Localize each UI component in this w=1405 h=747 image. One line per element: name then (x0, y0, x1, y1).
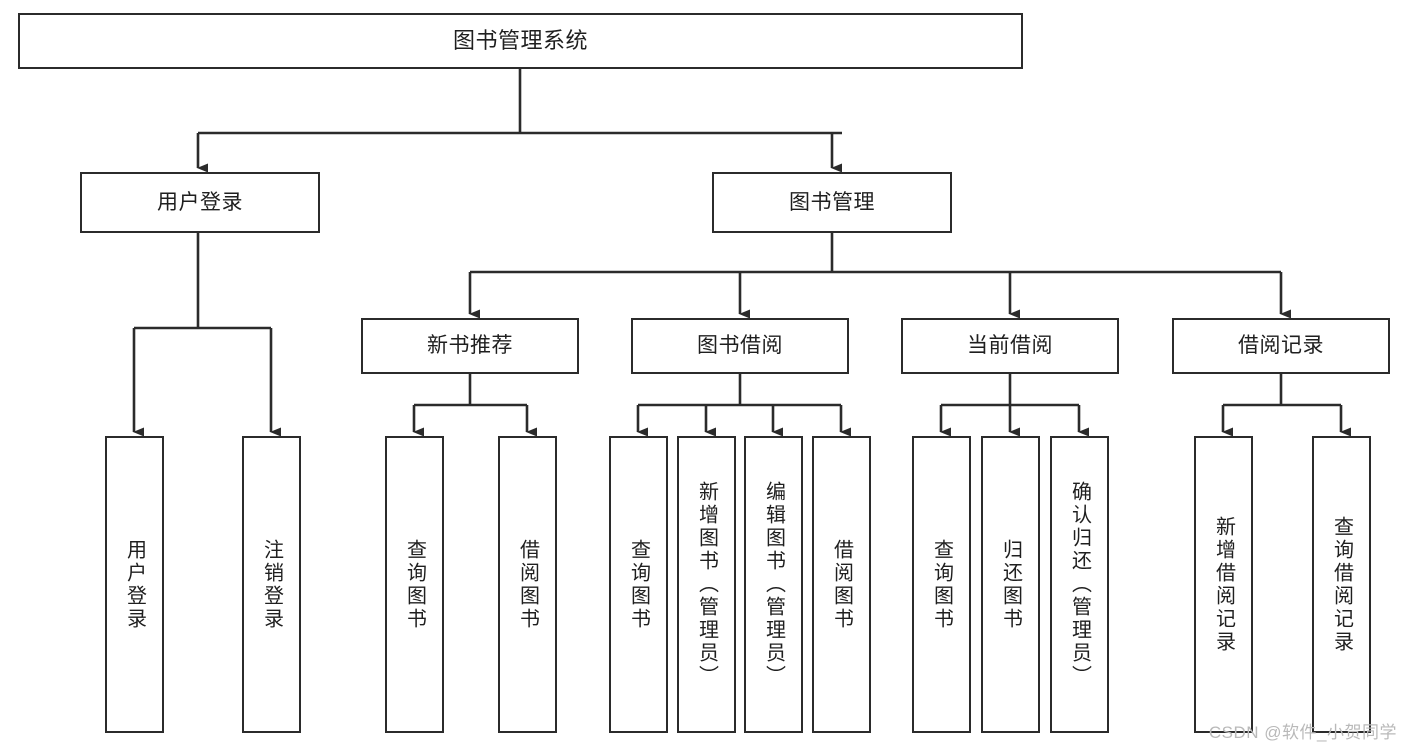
node-new-book-recommend-label: 新书推荐 (427, 334, 513, 358)
node-leaf-user-logout[interactable]: 注销登录 (242, 436, 301, 733)
node-leaf-query-book-3[interactable]: 查询图书 (912, 436, 971, 733)
node-leaf-borrow-book-1-label: 借阅图书 (516, 538, 539, 631)
node-leaf-add-book-label: 新增图书（管理员） (695, 481, 718, 688)
node-leaf-add-record-label: 新增借阅记录 (1212, 515, 1235, 654)
node-leaf-user-login-label: 用户登录 (123, 538, 146, 631)
node-leaf-query-record-label: 查询借阅记录 (1330, 515, 1353, 654)
node-leaf-user-logout-label: 注销登录 (260, 538, 283, 631)
node-current-borrow[interactable]: 当前借阅 (901, 318, 1119, 374)
node-root-label: 图书管理系统 (452, 27, 588, 53)
node-leaf-query-book-2[interactable]: 查询图书 (609, 436, 668, 733)
node-new-book-recommend[interactable]: 新书推荐 (361, 318, 579, 374)
node-leaf-add-book[interactable]: 新增图书（管理员） (677, 436, 736, 733)
node-leaf-confirm-return[interactable]: 确认归还（管理员） (1050, 436, 1109, 733)
node-book-manage-label: 图书管理 (789, 190, 875, 214)
node-borrow-record-label: 借阅记录 (1238, 334, 1324, 358)
node-user-login-label: 用户登录 (157, 190, 243, 214)
node-leaf-query-book-1-label: 查询图书 (403, 538, 426, 631)
node-leaf-borrow-book-1[interactable]: 借阅图书 (498, 436, 557, 733)
node-leaf-borrow-book-2[interactable]: 借阅图书 (812, 436, 871, 733)
node-leaf-user-login[interactable]: 用户登录 (105, 436, 164, 733)
node-book-borrow[interactable]: 图书借阅 (631, 318, 849, 374)
node-leaf-add-record[interactable]: 新增借阅记录 (1194, 436, 1253, 733)
node-leaf-return-book[interactable]: 归还图书 (981, 436, 1040, 733)
node-leaf-query-book-3-label: 查询图书 (930, 538, 953, 631)
csdn-watermark: CSDN @软件_小贺同学 (1208, 723, 1397, 742)
node-root[interactable]: 图书管理系统 (18, 13, 1023, 69)
node-borrow-record[interactable]: 借阅记录 (1172, 318, 1390, 374)
node-leaf-query-record[interactable]: 查询借阅记录 (1312, 436, 1371, 733)
node-book-manage[interactable]: 图书管理 (712, 172, 952, 233)
node-user-login[interactable]: 用户登录 (80, 172, 320, 233)
node-book-borrow-label: 图书借阅 (697, 334, 783, 358)
node-leaf-return-book-label: 归还图书 (999, 538, 1022, 631)
node-leaf-confirm-return-label: 确认归还（管理员） (1068, 481, 1091, 688)
node-leaf-borrow-book-2-label: 借阅图书 (830, 538, 853, 631)
node-leaf-edit-book-label: 编辑图书（管理员） (762, 481, 785, 688)
node-leaf-query-book-1[interactable]: 查询图书 (385, 436, 444, 733)
node-leaf-edit-book[interactable]: 编辑图书（管理员） (744, 436, 803, 733)
node-current-borrow-label: 当前借阅 (967, 334, 1053, 358)
node-leaf-query-book-2-label: 查询图书 (627, 538, 650, 631)
